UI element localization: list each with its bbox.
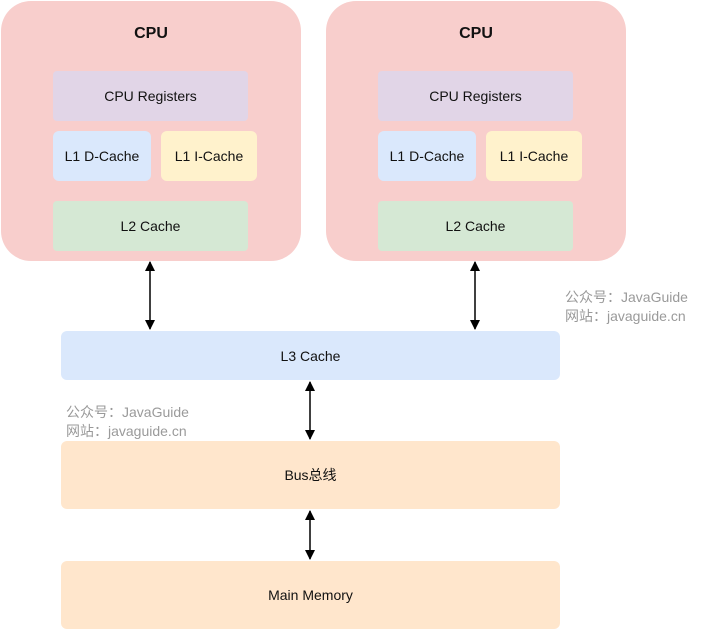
system-bus: Bus总线 [61, 441, 560, 509]
watermark-right: 公众号：JavaGuide 网站：javaguide.cn [565, 288, 688, 326]
cpu-2-l1-i-cache: L1 I-Cache [486, 131, 582, 181]
watermark-left-line2: 网站：javaguide.cn [66, 423, 187, 439]
cpu-1-container: CPU CPU Registers L1 D-Cache L1 I-Cache … [1, 1, 301, 261]
cpu-2-l2-cache: L2 Cache [378, 201, 573, 251]
cpu-2-title: CPU [459, 25, 493, 42]
watermark-left-line1: 公众号：JavaGuide [66, 404, 189, 420]
watermark-left: 公众号：JavaGuide 网站：javaguide.cn [66, 403, 189, 441]
cpu-1-l2-cache: L2 Cache [53, 201, 248, 251]
main-memory: Main Memory [61, 561, 560, 629]
watermark-right-line1: 公众号：JavaGuide [565, 289, 688, 305]
l3-cache: L3 Cache [61, 331, 560, 380]
cpu-2-registers: CPU Registers [378, 71, 573, 121]
cpu-1-l1-d-cache: L1 D-Cache [53, 131, 151, 181]
cpu-2-l1-d-cache: L1 D-Cache [378, 131, 476, 181]
cpu-1-registers: CPU Registers [53, 71, 248, 121]
cpu-1-l1-i-cache: L1 I-Cache [161, 131, 257, 181]
cpu-1-title: CPU [134, 25, 168, 42]
watermark-right-line2: 网站：javaguide.cn [565, 308, 686, 324]
cpu-2-container: CPU CPU Registers L1 D-Cache L1 I-Cache … [326, 1, 626, 261]
